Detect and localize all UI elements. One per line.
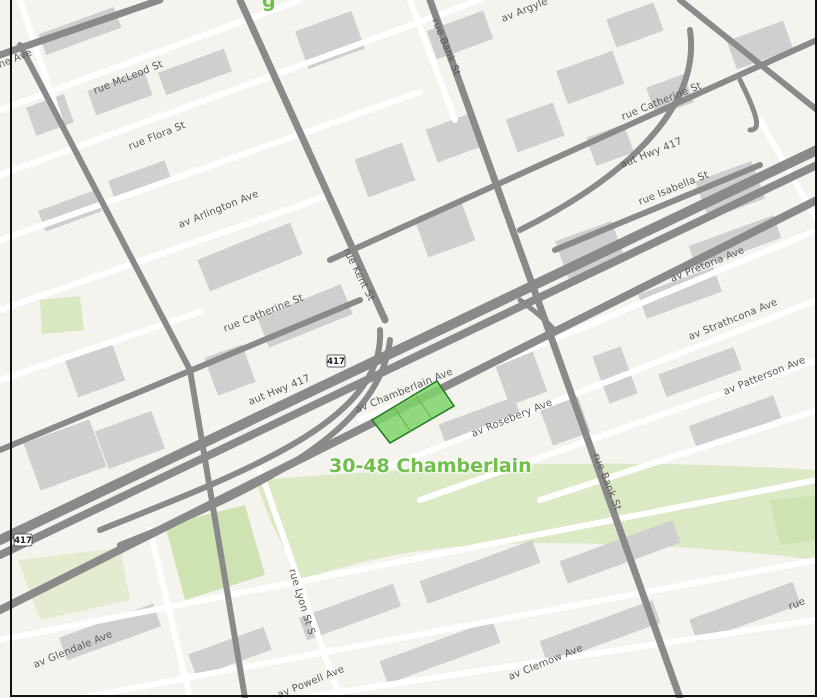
park-areas <box>18 296 817 620</box>
highway-shield-1-text: 417 <box>327 357 345 367</box>
highway-shield-2: 417 <box>13 533 33 547</box>
top-cut-label: g <box>262 0 276 12</box>
site-parcel[interactable] <box>370 379 456 444</box>
highway-shield-2-text: 417 <box>14 536 32 546</box>
highway-shield-1: 417 <box>326 354 346 368</box>
site-label: 30-48 Chamberlain <box>329 455 532 477</box>
